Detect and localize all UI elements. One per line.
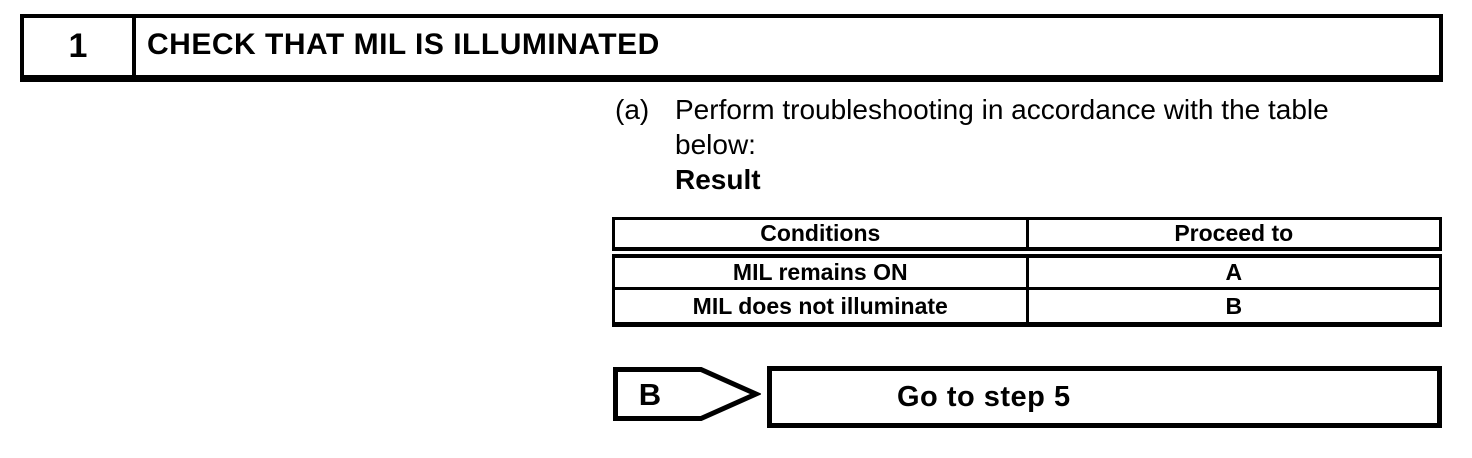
col-header-conditions: Conditions — [612, 217, 1029, 258]
instruction-text: Perform troubleshooting in accordance wi… — [675, 94, 1329, 160]
goto-text: Go to step 5 — [897, 380, 1071, 413]
goto-box: Go to step 5 — [767, 366, 1442, 428]
step-header: 1 CHECK THAT MIL IS ILLUMINATED — [20, 14, 1443, 82]
table-row: MIL remains ON A — [612, 251, 1442, 290]
instruction-body: Perform troubleshooting in accordance wi… — [675, 92, 1415, 197]
table-header-row: Conditions Proceed to — [612, 217, 1442, 258]
branch-arrow-tag: B — [613, 366, 761, 422]
col-header-proceed-to: Proceed to — [1025, 217, 1442, 258]
table-row: MIL does not illuminate B — [612, 287, 1442, 327]
instruction-item: (a) Perform troubleshooting in accordanc… — [615, 92, 1415, 197]
pentagon-arrow-shape — [613, 367, 761, 421]
condition-cell: MIL remains ON — [612, 251, 1029, 290]
result-heading: Result — [675, 164, 761, 195]
condition-cell: MIL does not illuminate — [612, 287, 1029, 327]
instruction-label: (a) — [615, 94, 650, 125]
proceed-cell: A — [1025, 251, 1442, 290]
step-number: 1 — [24, 18, 136, 75]
proceed-cell: B — [1025, 287, 1442, 327]
branch-label: B — [639, 377, 661, 412]
result-table: Conditions Proceed to MIL remains ON A M… — [612, 217, 1442, 327]
branch-arrow-icon: B — [613, 367, 761, 421]
step-title: CHECK THAT MIL IS ILLUMINATED — [147, 27, 660, 61]
